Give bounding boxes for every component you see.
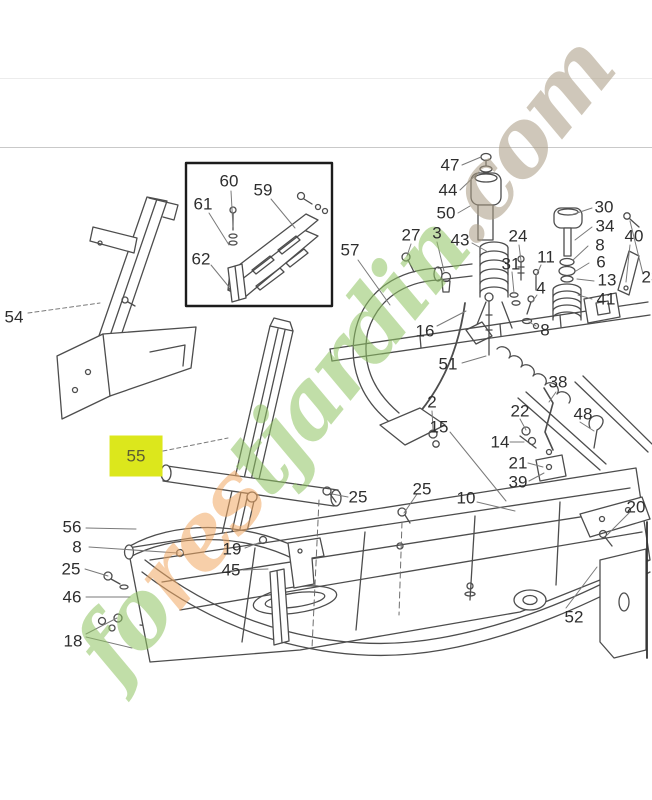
chassis-deck bbox=[127, 467, 651, 663]
callout-23: 23 bbox=[641, 267, 652, 287]
callout-43: 43 bbox=[450, 230, 470, 250]
callout-18: 18 bbox=[63, 631, 83, 651]
callout-27: 27 bbox=[401, 225, 421, 245]
upper-frame bbox=[329, 263, 652, 471]
bumper-group bbox=[97, 486, 651, 656]
callout-38: 38 bbox=[548, 372, 568, 392]
damper-column bbox=[552, 207, 583, 321]
callout-8: 8 bbox=[540, 320, 550, 340]
callout-8: 8 bbox=[595, 235, 605, 255]
callout-21: 21 bbox=[508, 453, 528, 473]
callout-41: 41 bbox=[596, 289, 616, 309]
callout-45: 45 bbox=[221, 560, 241, 580]
callout-44: 44 bbox=[438, 180, 458, 200]
callout-47: 47 bbox=[440, 155, 460, 175]
part-54-column bbox=[56, 196, 197, 420]
callout-25: 25 bbox=[412, 479, 432, 499]
callout-54: 54 bbox=[4, 307, 24, 327]
callout-31: 31 bbox=[501, 254, 521, 274]
callout-25: 25 bbox=[61, 559, 81, 579]
callout-46: 46 bbox=[62, 587, 82, 607]
callout-62: 62 bbox=[191, 249, 211, 269]
callout-51: 51 bbox=[438, 354, 458, 374]
callout-39: 39 bbox=[508, 472, 528, 492]
callout-30: 30 bbox=[594, 197, 614, 217]
callout-19: 19 bbox=[222, 539, 242, 559]
callout-22: 22 bbox=[510, 401, 530, 421]
callout-8: 8 bbox=[72, 537, 82, 557]
callout-50: 50 bbox=[436, 203, 456, 223]
callout-55: 55 bbox=[109, 435, 163, 477]
mid-fasteners bbox=[428, 387, 604, 482]
inset-detail-box bbox=[184, 161, 334, 308]
leader-lines bbox=[27, 156, 644, 649]
callout-2: 2 bbox=[427, 392, 437, 412]
separator-line-bottom bbox=[0, 147, 652, 148]
callout-40: 40 bbox=[624, 226, 644, 246]
callout-14: 14 bbox=[490, 432, 510, 452]
callout-48: 48 bbox=[573, 404, 593, 424]
callout-34: 34 bbox=[595, 216, 615, 236]
alignment-lines bbox=[311, 499, 403, 649]
callout-4: 4 bbox=[536, 278, 546, 298]
callout-59: 59 bbox=[253, 180, 273, 200]
callout-56: 56 bbox=[62, 517, 82, 537]
callout-60: 60 bbox=[219, 171, 239, 191]
callout-20: 20 bbox=[626, 497, 646, 517]
callout-6: 6 bbox=[596, 252, 606, 272]
callout-57: 57 bbox=[340, 240, 360, 260]
callout-3: 3 bbox=[432, 223, 442, 243]
part-52-bracket bbox=[599, 521, 648, 659]
callout-15: 15 bbox=[429, 417, 449, 437]
callout-13: 13 bbox=[597, 270, 617, 290]
callout-61: 61 bbox=[193, 194, 213, 214]
callout-16: 16 bbox=[415, 321, 435, 341]
separator-line-top bbox=[0, 78, 652, 79]
callout-52: 52 bbox=[564, 607, 584, 627]
callout-11: 11 bbox=[537, 247, 555, 267]
callout-25: 25 bbox=[348, 487, 368, 507]
callout-24: 24 bbox=[508, 226, 528, 246]
callout-10: 10 bbox=[456, 488, 476, 508]
